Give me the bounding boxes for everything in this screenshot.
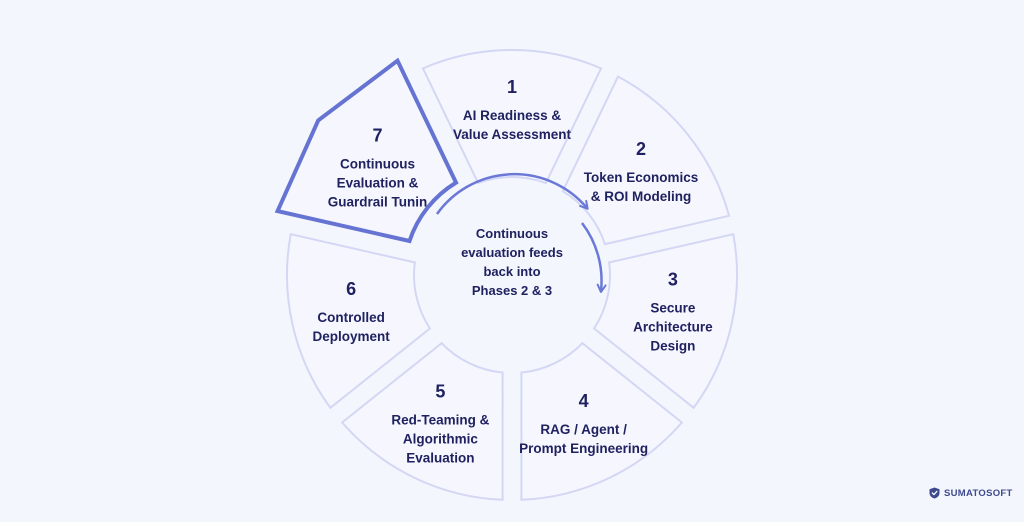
segment-6-title: Controlled Deployment: [312, 309, 390, 344]
center-caption: Continuous evaluation feeds back into Ph…: [461, 226, 563, 298]
segment-1-readiness: [421, 49, 603, 185]
segment-5-number: 5: [435, 381, 446, 402]
segment-4-engineering: [520, 341, 684, 501]
brand-name: SUMATOSOFT: [944, 487, 1013, 499]
brand-logo: SUMATOSOFT: [929, 487, 1013, 499]
feedback-arrow-to-phase-2: [435, 173, 589, 215]
segment-2-title: Token Economics & ROI Modeling: [583, 170, 699, 205]
segment-6-deployment: [286, 232, 432, 410]
segment-1-title: AI Readiness & Value Assessment: [452, 108, 572, 142]
segment-6-number: 6: [346, 278, 357, 299]
feedback-arrow-to-phase-3: [581, 222, 607, 293]
segment-7-number: 7: [372, 125, 383, 146]
segment-3-title: Secure Architecture Design: [633, 300, 713, 354]
segment-1-label: 1 AI Readiness & Value Assessment: [453, 76, 571, 144]
segment-7-evaluation: [274, 57, 459, 244]
segment-3-architecture: [592, 232, 738, 410]
shield-logo-icon: [929, 487, 940, 499]
segment-1-number: 1: [506, 77, 518, 97]
segment-7-title: Continuous Evaluation & Guardrail Tunin: [327, 156, 428, 210]
segment-4-number: 4: [578, 390, 589, 411]
segment-3-number: 3: [667, 269, 678, 290]
segment-5-title: Red-Teaming & Algorithmic Evaluation: [391, 412, 490, 466]
segment-5-red-teaming: [340, 341, 504, 501]
segment-2-number: 2: [635, 139, 646, 160]
segment-4-title: RAG / Agent / Prompt Engineering: [519, 421, 649, 456]
